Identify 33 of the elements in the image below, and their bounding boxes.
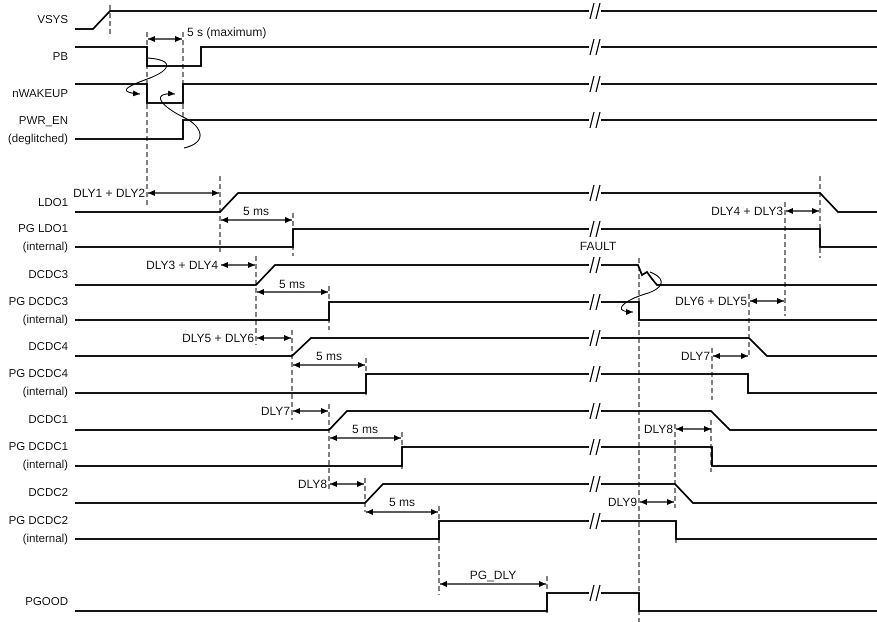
dimension-label: 5 ms — [243, 204, 269, 218]
signal-label: DCDC4 — [27, 340, 68, 355]
dimension-label: DLY1 + DLY2 — [73, 186, 145, 200]
signal-label: PGOOD — [24, 595, 68, 610]
signal-label: DCDC1 — [27, 413, 68, 428]
signal-label: nWAKEUP — [11, 87, 68, 102]
dimension-label: 5 ms — [279, 277, 305, 291]
signal-label: PG DCDC2 (internal) — [8, 514, 68, 547]
dimension-label: 5 ms — [352, 422, 378, 436]
dimension-label: DLY9 — [608, 495, 637, 509]
signal-label: PG DCDC3 (internal) — [8, 295, 68, 328]
fault-label: FAULT — [580, 239, 616, 253]
dimension-label: 5 s (maximum) — [187, 25, 266, 39]
dimension-label: DLY8 — [644, 422, 673, 436]
signal-label: LDO1 — [36, 196, 68, 211]
dimension-label: DLY8 — [298, 477, 327, 491]
signal-label: DCDC2 — [27, 486, 68, 501]
dimension-label: DLY6 + DLY5 — [675, 294, 747, 308]
signal-label: VSYS — [36, 13, 68, 28]
dimension-label: DLY5 + DLY6 — [182, 331, 254, 345]
signal-label: PWR_EN (deglitched) — [6, 114, 68, 147]
signal-label: PB — [52, 50, 68, 65]
dimension-label: DLY7 — [260, 404, 290, 418]
dimension-label: DLY3 + DLY4 — [146, 258, 218, 272]
dimension-label: DLY7 — [680, 349, 710, 363]
signal-label: PG LDO1 (internal) — [17, 222, 68, 255]
dimension-label: 5 ms — [316, 349, 342, 363]
dimension-label: 5 ms — [389, 495, 415, 509]
dimension-label: PG_DLY — [470, 568, 516, 582]
signal-label: PG DCDC4 (internal) — [8, 367, 68, 400]
signal-label: DCDC3 — [27, 268, 68, 283]
signal-label: PG DCDC1 (internal) — [8, 440, 68, 473]
dimension-label: DLY4 + DLY3 — [711, 204, 783, 218]
